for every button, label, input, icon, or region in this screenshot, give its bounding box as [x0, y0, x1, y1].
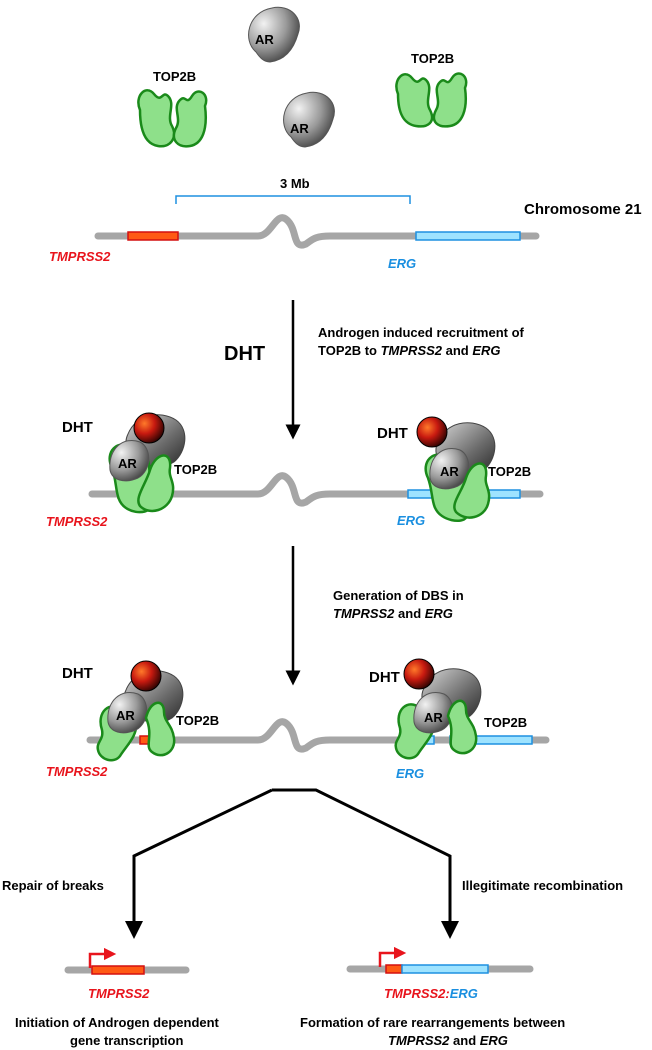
- top2b-label: TOP2B: [174, 462, 217, 477]
- repaired-dna: [64, 947, 190, 975]
- ar-label: AR: [255, 32, 274, 47]
- dht-molecule: [133, 412, 165, 444]
- erg-label: ERG: [388, 256, 416, 271]
- erg-gene-fragment: [401, 964, 489, 974]
- erg-gene-segment: [415, 231, 521, 241]
- dht-molecule: [403, 658, 435, 690]
- dht-molecule: [416, 416, 448, 448]
- tmprss2-gene-segment: [91, 965, 145, 975]
- top2b-label: TOP2B: [488, 464, 531, 479]
- ar-top2b-complex-erg: AR: [416, 416, 496, 523]
- tmprss2-label: TMPRSS2: [46, 764, 108, 779]
- ar-top2b-complex-tmprss2-broken: AR: [96, 660, 184, 762]
- ar-label: AR: [440, 464, 459, 479]
- ar-label: AR: [118, 456, 137, 471]
- ar-top2b-complex-tmprss2: AR: [108, 412, 186, 514]
- free-ar-protein-2: AR: [283, 91, 335, 148]
- tmprss2-label: TMPRSS2: [46, 514, 108, 529]
- top2b-label: TOP2B: [484, 715, 527, 730]
- erg-label: ERG: [397, 513, 425, 528]
- branch-arrows: [125, 788, 459, 939]
- step1-caption-line1: Androgen induced recruitment of: [318, 325, 525, 340]
- chromosome-label: Chromosome 21: [524, 201, 642, 218]
- step2-caption-line1: Generation of DBS in: [333, 588, 464, 603]
- free-ar-protein-1: AR: [248, 6, 300, 63]
- fusion-gene-label: TMPRSS2:ERG: [384, 986, 478, 1001]
- dht-label: DHT: [62, 665, 93, 682]
- dht-trigger-label: DHT: [224, 343, 265, 365]
- ar-label: AR: [424, 710, 443, 725]
- fusion-dna: [346, 946, 534, 974]
- top2b-label: TOP2B: [411, 51, 454, 66]
- distance-label: 3 Mb: [280, 176, 310, 191]
- illegitimate-recombination-label: Illegitimate recombination: [462, 878, 623, 893]
- distance-bracket: 3 Mb: [175, 176, 411, 204]
- ar-label: AR: [290, 121, 309, 136]
- dht-label: DHT: [377, 425, 408, 442]
- dht-label: DHT: [369, 669, 400, 686]
- left-result-line1: Initiation of Androgen dependent: [15, 1015, 220, 1030]
- top2b-label: TOP2B: [153, 69, 196, 84]
- tmprss2-gene-segment: [127, 231, 179, 241]
- top2b-label: TOP2B: [176, 713, 219, 728]
- dht-molecule: [130, 660, 162, 692]
- left-result-line2: gene transcription: [70, 1033, 183, 1048]
- step2-caption-line2: TMPRSS2 and ERG: [333, 606, 453, 621]
- transcription-start-arrow: [88, 947, 117, 968]
- right-result-line2: TMPRSS2 and ERG: [388, 1033, 508, 1048]
- chromosome-dna-1: [94, 214, 540, 249]
- ar-top2b-complex-erg-broken: AR: [394, 658, 482, 760]
- free-top2b-protein-2: TOP2B: [395, 51, 468, 128]
- erg-label: ERG: [396, 766, 424, 781]
- ar-label: AR: [116, 708, 135, 723]
- repair-of-breaks-label: Repair of breaks: [2, 878, 104, 893]
- right-result-line1: Formation of rare rearrangements between: [300, 1015, 565, 1030]
- tmprss2-gene-fragment: [385, 964, 403, 974]
- free-top2b-protein-1: TOP2B: [137, 69, 208, 148]
- tmprss2-label: TMPRSS2: [88, 986, 150, 1001]
- step1-caption-line2: TOP2B to TMPRSS2 and ERG: [318, 343, 501, 358]
- transcription-start-arrow: [378, 946, 407, 967]
- dht-label: DHT: [62, 419, 93, 436]
- tmprss2-label: TMPRSS2: [49, 249, 111, 264]
